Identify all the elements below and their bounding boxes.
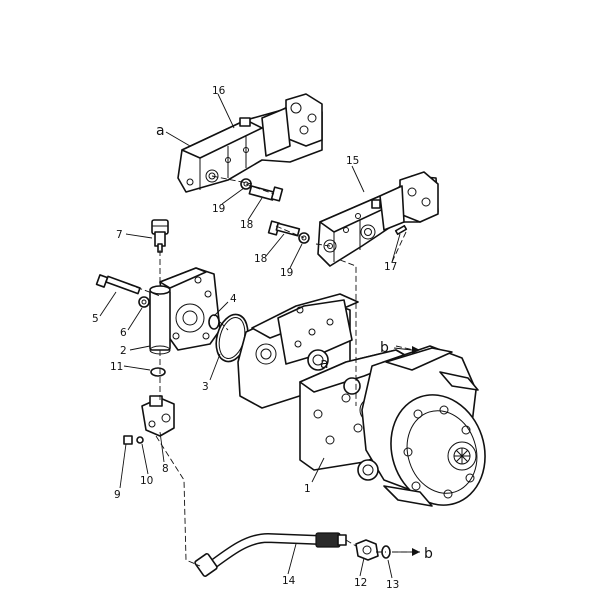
arrow-b-top — [393, 346, 420, 354]
callout-11: 11 — [110, 361, 123, 373]
callout-8: 8 — [162, 463, 169, 475]
part-14-hose — [194, 532, 347, 577]
part-1-main-pump — [237, 293, 486, 507]
callout-10: 10 — [140, 475, 153, 487]
letter-a-pump: a — [320, 356, 329, 372]
callout-7: 7 — [116, 229, 123, 241]
part-17-pin — [394, 224, 408, 236]
part-12-connector — [355, 539, 379, 561]
callout-2: 2 — [120, 345, 127, 357]
callout-6: 6 — [120, 327, 127, 339]
part-5-bolt — [95, 274, 141, 295]
part-7-fitting — [151, 219, 169, 253]
part-6-washer — [138, 296, 150, 308]
letter-b-pump: b — [380, 340, 389, 356]
callout-3: 3 — [202, 381, 209, 393]
part-18-bolt-upper — [248, 185, 284, 202]
part-10-ring — [136, 436, 144, 444]
callout-12: 12 — [354, 577, 367, 589]
letter-b-hose: b — [424, 546, 433, 562]
part-9-plug — [123, 435, 133, 445]
callout-16: 16 — [212, 85, 226, 97]
leader-lines — [99, 93, 401, 579]
callout-17: 17 — [384, 261, 397, 273]
letter-a-valve: a — [156, 123, 165, 139]
callout-15: 15 — [346, 155, 359, 167]
part-4-o-ring — [208, 314, 220, 330]
part-2-sleeve — [149, 285, 171, 355]
callout-13: 13 — [386, 579, 399, 591]
callout-4: 4 — [230, 293, 237, 305]
callout-19-lower: 19 — [280, 267, 293, 279]
callout-18-lower: 18 — [254, 253, 267, 265]
callout-18-upper: 18 — [240, 219, 253, 231]
callout-19-upper: 19 — [212, 203, 225, 215]
part-18-bolt-lower — [267, 220, 301, 237]
part-15-valve-assembly — [317, 171, 439, 267]
callout-1: 1 — [304, 483, 311, 495]
part-16-valve-assembly — [177, 93, 323, 193]
part-11-o-ring — [150, 367, 166, 377]
callout-labels: 16 a 19 18 15 18 19 17 7 5 6 2 4 3 11 8 … — [92, 85, 433, 591]
callout-5: 5 — [92, 313, 99, 325]
part-pump-port-a — [307, 349, 361, 395]
callout-9: 9 — [114, 489, 121, 501]
part-8-elbow-fitting — [141, 395, 175, 437]
arrow-b-bottom — [396, 548, 420, 556]
callout-14: 14 — [282, 575, 296, 587]
